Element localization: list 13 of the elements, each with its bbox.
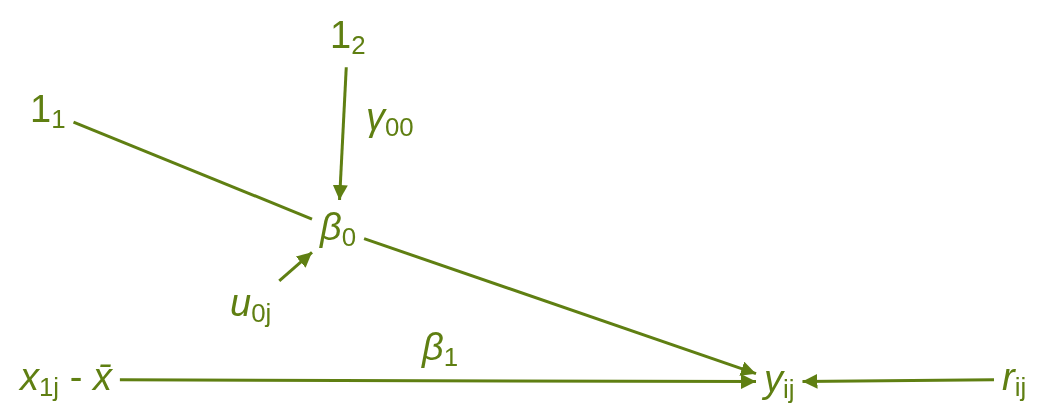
arrow [332,67,348,201]
arrow [278,251,313,282]
arrow [119,374,756,390]
math-symbol-label: r$_{ij}$ [1000,356,1029,404]
math-symbol-label: x$_{1j}$ - x̄ [18,356,114,404]
math-symbol-label: 1$_{2}$ [328,14,368,62]
arrow [363,237,757,376]
math-symbol-label: y$_{ij}$ [762,358,797,406]
math-symbol-label: β$_{0}$ [318,206,359,254]
math-symbol-label: u$_{0j}$ [228,282,274,330]
connector-line [72,120,313,221]
arrow [802,373,994,389]
math-symbol-label: 1$_{1}$ [28,88,68,136]
